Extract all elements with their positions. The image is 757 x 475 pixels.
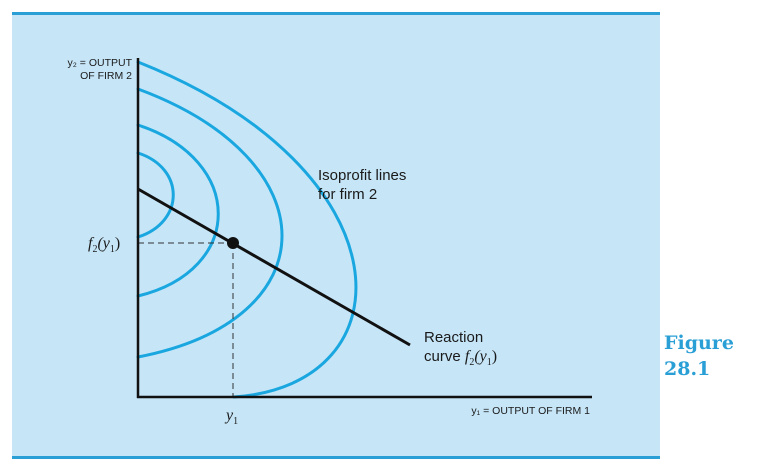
y-tick-close: )	[115, 235, 120, 252]
reaction-prefix: curve	[424, 348, 465, 365]
reaction-arg-sub: 1	[487, 357, 492, 368]
isoprofit-label-line1: Isoprofit lines	[318, 167, 406, 184]
optimal-point	[227, 237, 239, 249]
y-axis-title-line1: y₂ = OUTPUT	[68, 57, 133, 69]
reaction-label-line2: curve f2(y1)	[424, 348, 497, 368]
x-tick-main: y	[224, 407, 234, 424]
panel-background	[12, 14, 660, 458]
y-tick-f: f	[88, 235, 95, 252]
y-tick-f-sub: 2	[92, 244, 97, 255]
y-tick-label: f2(y1)	[88, 235, 120, 255]
reaction-curve	[137, 187, 411, 347]
top-rule	[12, 12, 660, 15]
isoprofit-label-line2: for firm 2	[318, 186, 377, 203]
figure-caption-number: 28.1	[664, 358, 711, 380]
reaction-close: )	[492, 348, 497, 365]
reaction-label-line1: Reaction	[424, 329, 483, 346]
isoprofit-curve-1	[136, 151, 175, 239]
isoprofit-curve-4	[136, 60, 358, 399]
figure-caption: Figure 28.1	[664, 330, 754, 382]
y-axis-title-line2: OF FIRM 2	[80, 70, 132, 82]
x-axis-title: y₁ = OUTPUT OF FIRM 1	[471, 405, 590, 417]
reaction-arg: (y	[474, 348, 487, 365]
x-tick-sub: 1	[233, 416, 238, 427]
figure-caption-word: Figure	[664, 332, 734, 354]
y-tick-arg-sub: 1	[110, 244, 115, 255]
reaction-f: f	[465, 348, 472, 365]
reaction-f-sub: 2	[469, 357, 474, 368]
isoprofit-curve-2	[136, 123, 220, 298]
isoprofit-curve-3	[136, 87, 284, 359]
x-tick-label: y1	[224, 407, 238, 427]
y-tick-arg: (y	[97, 235, 110, 252]
bottom-rule	[12, 456, 660, 459]
